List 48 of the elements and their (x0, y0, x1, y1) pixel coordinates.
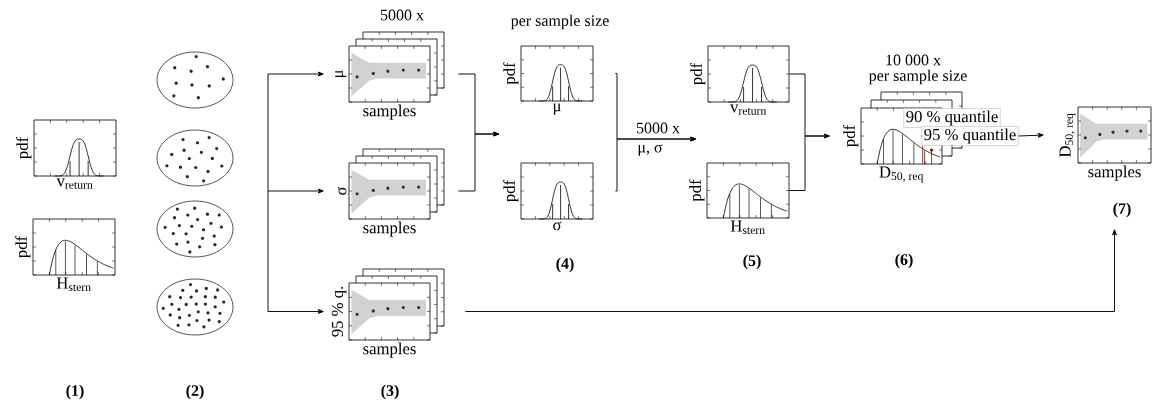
annotation: per sample size (510, 14, 609, 30)
axis-label: pdf (503, 179, 519, 202)
quantile-box: 90 % quantile (903, 108, 1001, 128)
step-number: (5) (743, 254, 761, 270)
axis-label: pdf (689, 179, 705, 202)
axis-label: σ (337, 186, 347, 195)
step-number: (2) (186, 384, 204, 400)
axis-label: samples (363, 104, 416, 120)
axis-label: H$_{stern}$ (730, 220, 765, 234)
axis-label: pdf (690, 62, 706, 85)
arrow (614, 136, 697, 192)
axis-label: samples (363, 221, 416, 237)
annotation: per sample size (868, 69, 967, 85)
arrow (464, 229, 1117, 312)
axis-label: pdf (843, 124, 859, 147)
arrow (267, 190, 324, 314)
axis-label: v$_{return}$ (56, 178, 93, 189)
arrow (267, 71, 324, 192)
step-number: (7) (1113, 202, 1131, 218)
arrow (788, 133, 830, 191)
step-number: (1) (66, 384, 84, 400)
axis-label: pdf (16, 136, 32, 159)
sample-ellipse (156, 278, 234, 336)
sample-ellipse (156, 51, 234, 109)
sample-ellipse (156, 200, 234, 258)
axis-label: σ (553, 221, 562, 231)
axis-label: samples (363, 342, 416, 358)
arrow (457, 131, 500, 192)
step-number: (4) (556, 257, 574, 273)
arrow (1018, 132, 1044, 138)
arrow (267, 188, 324, 194)
sample-ellipse (156, 129, 234, 187)
axis-label: pdf (15, 235, 31, 258)
edge-label: 5000 x (634, 121, 682, 135)
quantile-box: 95 % quantile (921, 126, 1019, 146)
axis-label: H$_{stern}$ (56, 277, 91, 291)
axis-label: D$_{50, req}$ (1059, 113, 1076, 158)
axis-label: μ (553, 103, 561, 115)
step-number: (6) (895, 253, 913, 269)
axis-label: μ (335, 70, 347, 78)
axis-label: samples (1088, 165, 1141, 181)
axis-label: 95 % q. (331, 286, 347, 337)
axis-label: v$_{return}$ (730, 104, 767, 115)
axis-label: pdf (503, 62, 519, 85)
annotation: 10 000 x (886, 54, 941, 66)
step-number: (3) (381, 384, 399, 400)
edge-label: μ, σ (636, 142, 664, 158)
axis-label: D$_{50, req}$ (879, 166, 924, 183)
